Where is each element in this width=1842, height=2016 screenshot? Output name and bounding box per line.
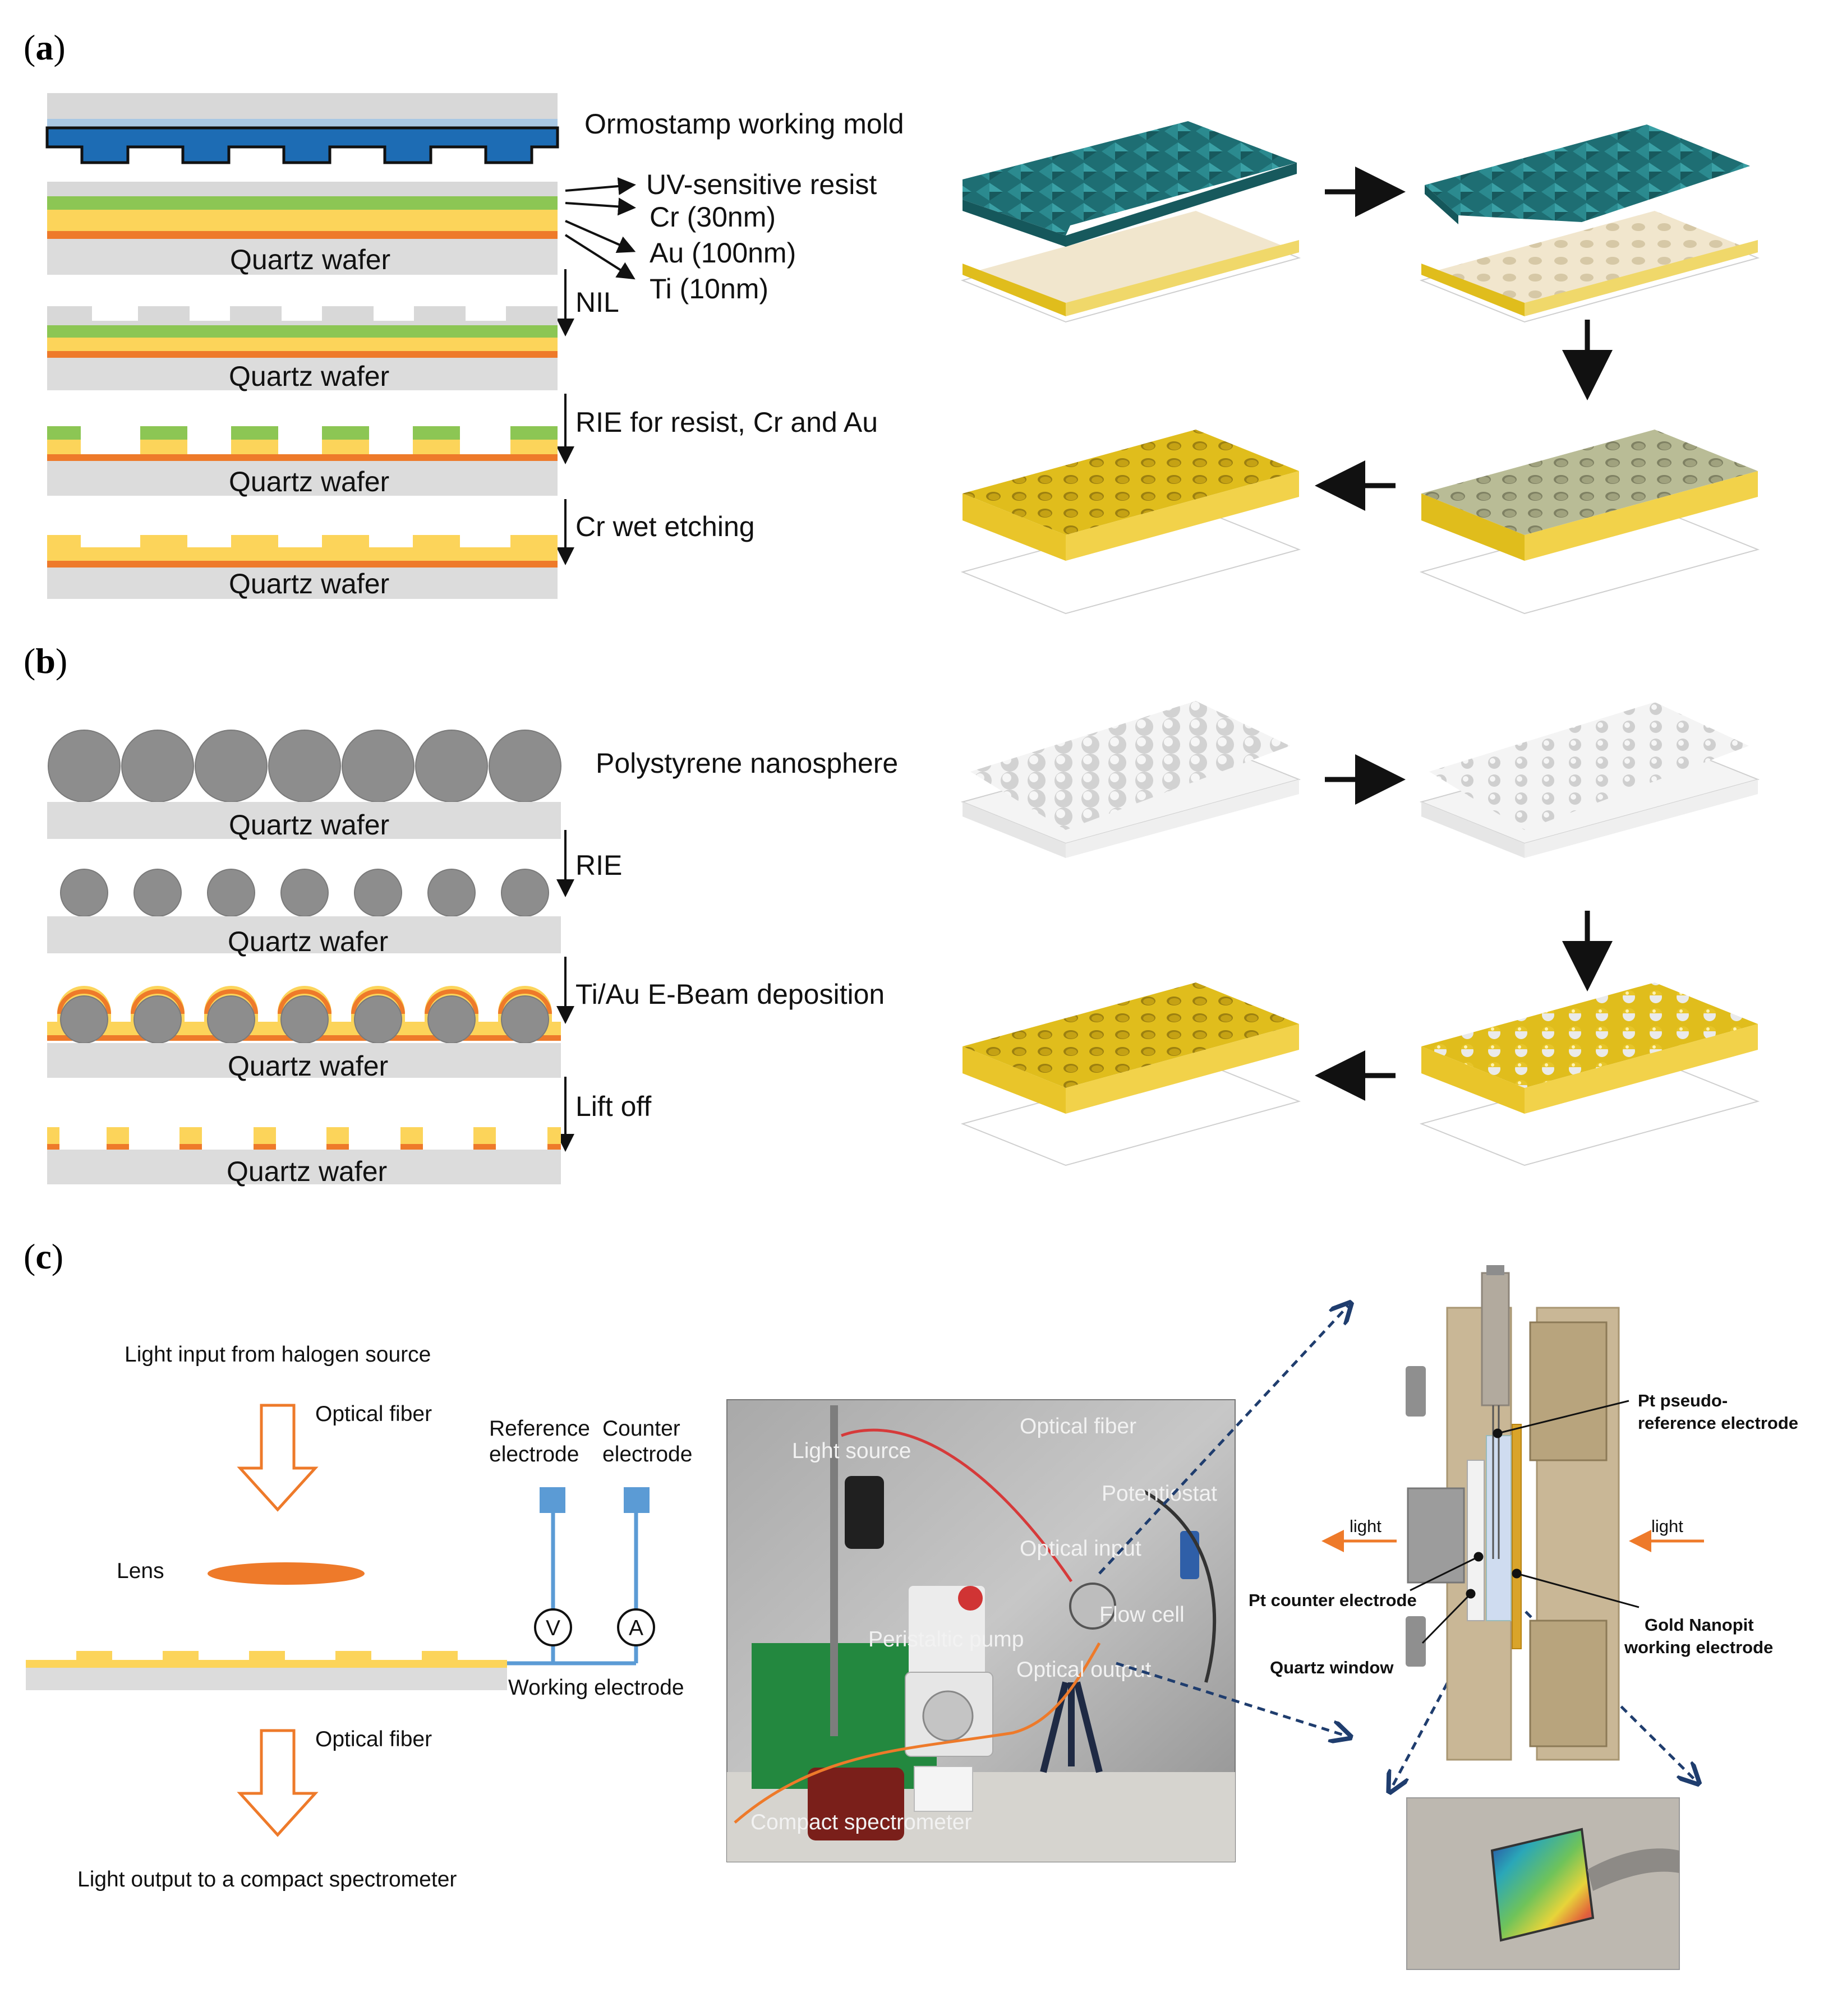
light-source-lamp	[845, 1476, 884, 1549]
photo-optical-fiber-label: Optical fiber	[1020, 1414, 1136, 1438]
substrate-b1: Quartz wafer	[229, 809, 389, 841]
photo-spectrometer-label: Compact spectrometer	[750, 1810, 971, 1834]
stack-a1	[47, 182, 558, 275]
step-cr-wet-label: Cr wet etching	[575, 511, 755, 542]
substrate-b4: Quartz wafer	[227, 1156, 387, 1187]
stack-a2	[47, 306, 558, 390]
pump-controller	[909, 1586, 985, 1698]
counter-electrode-label-2: electrode	[602, 1442, 692, 1466]
render-a-mold-peeling	[1419, 124, 1760, 323]
pt-counter-label: Pt counter electrode	[1249, 1590, 1417, 1610]
light-right-label: light	[1651, 1516, 1683, 1536]
light-output-label: Light output to a compact spectrometer	[77, 1867, 457, 1892]
panel-c-label: (c)	[24, 1237, 63, 1276]
circuit-wires	[507, 1498, 638, 1666]
stack-b1	[47, 730, 561, 839]
optical-fiber-bottom-label: Optical fiber	[315, 1727, 432, 1751]
input-fiber-arrow	[237, 1404, 319, 1512]
stack-b2	[47, 869, 561, 953]
layer-au-label: Au (100nm)	[650, 237, 796, 269]
panel-b-label: (b)	[24, 641, 67, 681]
panel-a-label: (a)	[24, 27, 66, 67]
render-b-gold-pits	[960, 982, 1301, 1166]
pt-pseudo-ref-label-1: Pt pseudo-	[1638, 1391, 1728, 1410]
compact-spectrometer	[808, 1768, 904, 1840]
photo-pump-label: Peristaltic pump	[868, 1627, 1024, 1651]
layer-pointers	[564, 177, 636, 280]
render-a-arrows	[1315, 167, 1613, 511]
working-electrode-chip	[26, 1651, 507, 1690]
substrate-a3: Quartz wafer	[229, 466, 389, 497]
reference-electrode-label-1: Reference	[489, 1417, 590, 1441]
layer-ti-label: Ti (10nm)	[650, 273, 768, 305]
step-ebeam-label: Ti/Au E-Beam deposition	[575, 979, 885, 1010]
ormostamp-mold	[45, 93, 559, 164]
flow-cell-leaders	[1410, 1400, 1640, 1644]
flow-cell-diagram	[1406, 1265, 1620, 1761]
quartz-window-label: Quartz window	[1270, 1658, 1394, 1677]
voltmeter-symbol: V	[546, 1616, 560, 1640]
voltmeter	[534, 1608, 572, 1646]
substrate-a2: Quartz wafer	[229, 361, 389, 392]
gold-nanopit-label-1: Gold Nanopit	[1645, 1615, 1754, 1635]
setup-photo	[726, 1399, 1236, 1862]
step-b-rie-label: RIE	[575, 850, 622, 881]
step-nil-label: NIL	[575, 287, 619, 318]
reference-electrode-label-2: electrode	[489, 1442, 579, 1466]
lens-label: Lens	[117, 1559, 164, 1583]
tripod	[1040, 1681, 1103, 1773]
ammeter-symbol: A	[629, 1616, 643, 1640]
photo-potentiostat-label: Potentiostat	[1102, 1482, 1217, 1506]
step-rie-label: RIE for resist, Cr and Au	[575, 407, 878, 438]
panel-c-letter: c	[35, 1237, 51, 1276]
potentiostat	[1180, 1531, 1199, 1579]
optical-fiber-top-label: Optical fiber	[315, 1402, 432, 1426]
substrate-a4: Quartz wafer	[229, 568, 389, 599]
substrate-b3: Quartz wafer	[228, 1050, 388, 1082]
stack-a4	[47, 535, 558, 599]
layer-cr-label: Cr (30nm)	[650, 201, 776, 233]
substrate-b2: Quartz wafer	[228, 926, 388, 957]
step-liftoff-label: Lift off	[575, 1091, 651, 1122]
counter-electrode-terminal	[624, 1487, 650, 1513]
light-left-label: light	[1350, 1516, 1382, 1536]
stack-a3	[47, 426, 558, 496]
chip-photo	[1406, 1797, 1680, 1970]
reference-electrode-terminal	[540, 1487, 565, 1513]
render-b-gold-caps	[1419, 982, 1760, 1166]
photo-optical-output-label: Optical output	[1016, 1658, 1152, 1682]
render-a-grey-pits	[1419, 430, 1760, 615]
photo-light-source-label: Light source	[792, 1439, 911, 1463]
gold-nanopit-label-2: working electrode	[1624, 1637, 1773, 1657]
render-a-gold-pits	[960, 430, 1301, 615]
pt-pseudo-ref-label-2: reference electrode	[1638, 1413, 1798, 1433]
ammeter	[617, 1608, 655, 1646]
light-input-label: Light input from halogen source	[125, 1343, 431, 1367]
output-fiber-arrow	[237, 1729, 319, 1837]
sphere-label: Polystyrene nanosphere	[596, 748, 898, 779]
working-electrode-label: Working electrode	[508, 1676, 684, 1700]
stack-b4	[47, 1127, 561, 1184]
panel-b-letter: b	[35, 641, 56, 681]
lens	[208, 1562, 365, 1585]
panel-a-letter: a	[35, 27, 53, 67]
render-b-small-spheres	[1419, 702, 1760, 858]
render-b-large-spheres	[960, 701, 1301, 858]
stand-rod	[830, 1405, 838, 1736]
photo-flow-cell-label: Flow cell	[1099, 1603, 1185, 1627]
stack-b3	[47, 986, 561, 1078]
flow-cell	[1069, 1583, 1116, 1630]
coated-spheres	[57, 986, 552, 1044]
substrate-a1: Quartz wafer	[230, 244, 390, 275]
render-a-mold-on-stack	[960, 121, 1301, 323]
render-b-arrows	[1315, 754, 1613, 1101]
counter-electrode-label-1: Counter	[602, 1417, 680, 1441]
mold-label: Ormostamp working mold	[584, 108, 904, 140]
layer-resist-label: UV-sensitive resist	[646, 169, 877, 200]
sample-rack	[914, 1766, 973, 1812]
